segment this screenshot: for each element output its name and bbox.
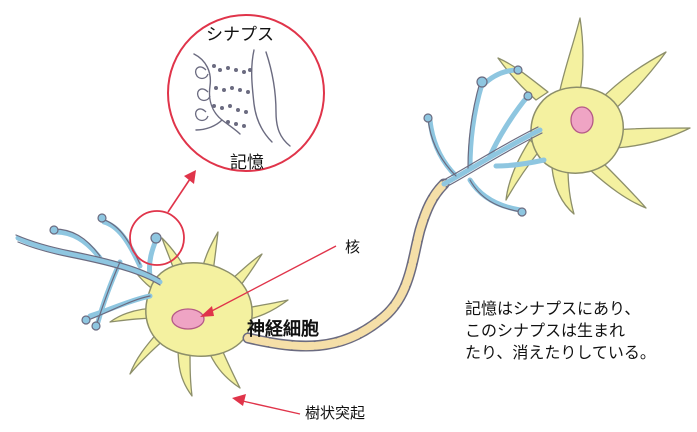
synapse-label: シナプス	[206, 20, 274, 45]
synapse-zoom	[130, 15, 324, 265]
dendrite-arrow-head	[232, 394, 246, 406]
zoom-arrow-line	[168, 176, 192, 212]
left-neuron	[16, 214, 288, 396]
memory-note: 記憶はシナプスにあり、 このシナプスは生まれ たり、消えたりしている。	[465, 298, 693, 364]
right-neuron	[424, 18, 690, 216]
memory-label: 記憶	[230, 148, 264, 173]
memory-note-line: 記憶はシナプスにあり、	[465, 298, 693, 320]
zoom-arrow-head	[184, 170, 196, 184]
memory-note-line: このシナプスは生まれ	[465, 320, 693, 342]
neuron-label: 神経細胞	[247, 315, 319, 341]
memory-note-line: たり、消えたりしている。	[465, 342, 693, 364]
left-nucleus	[172, 309, 204, 329]
left-cell-body	[146, 263, 252, 357]
left-blue-branches	[18, 222, 160, 322]
right-nucleus	[571, 107, 593, 133]
dendrite-label: 樹状突起	[305, 402, 365, 423]
dendrite-arrow-line	[238, 400, 300, 414]
nucleus-label: 核	[345, 236, 360, 257]
